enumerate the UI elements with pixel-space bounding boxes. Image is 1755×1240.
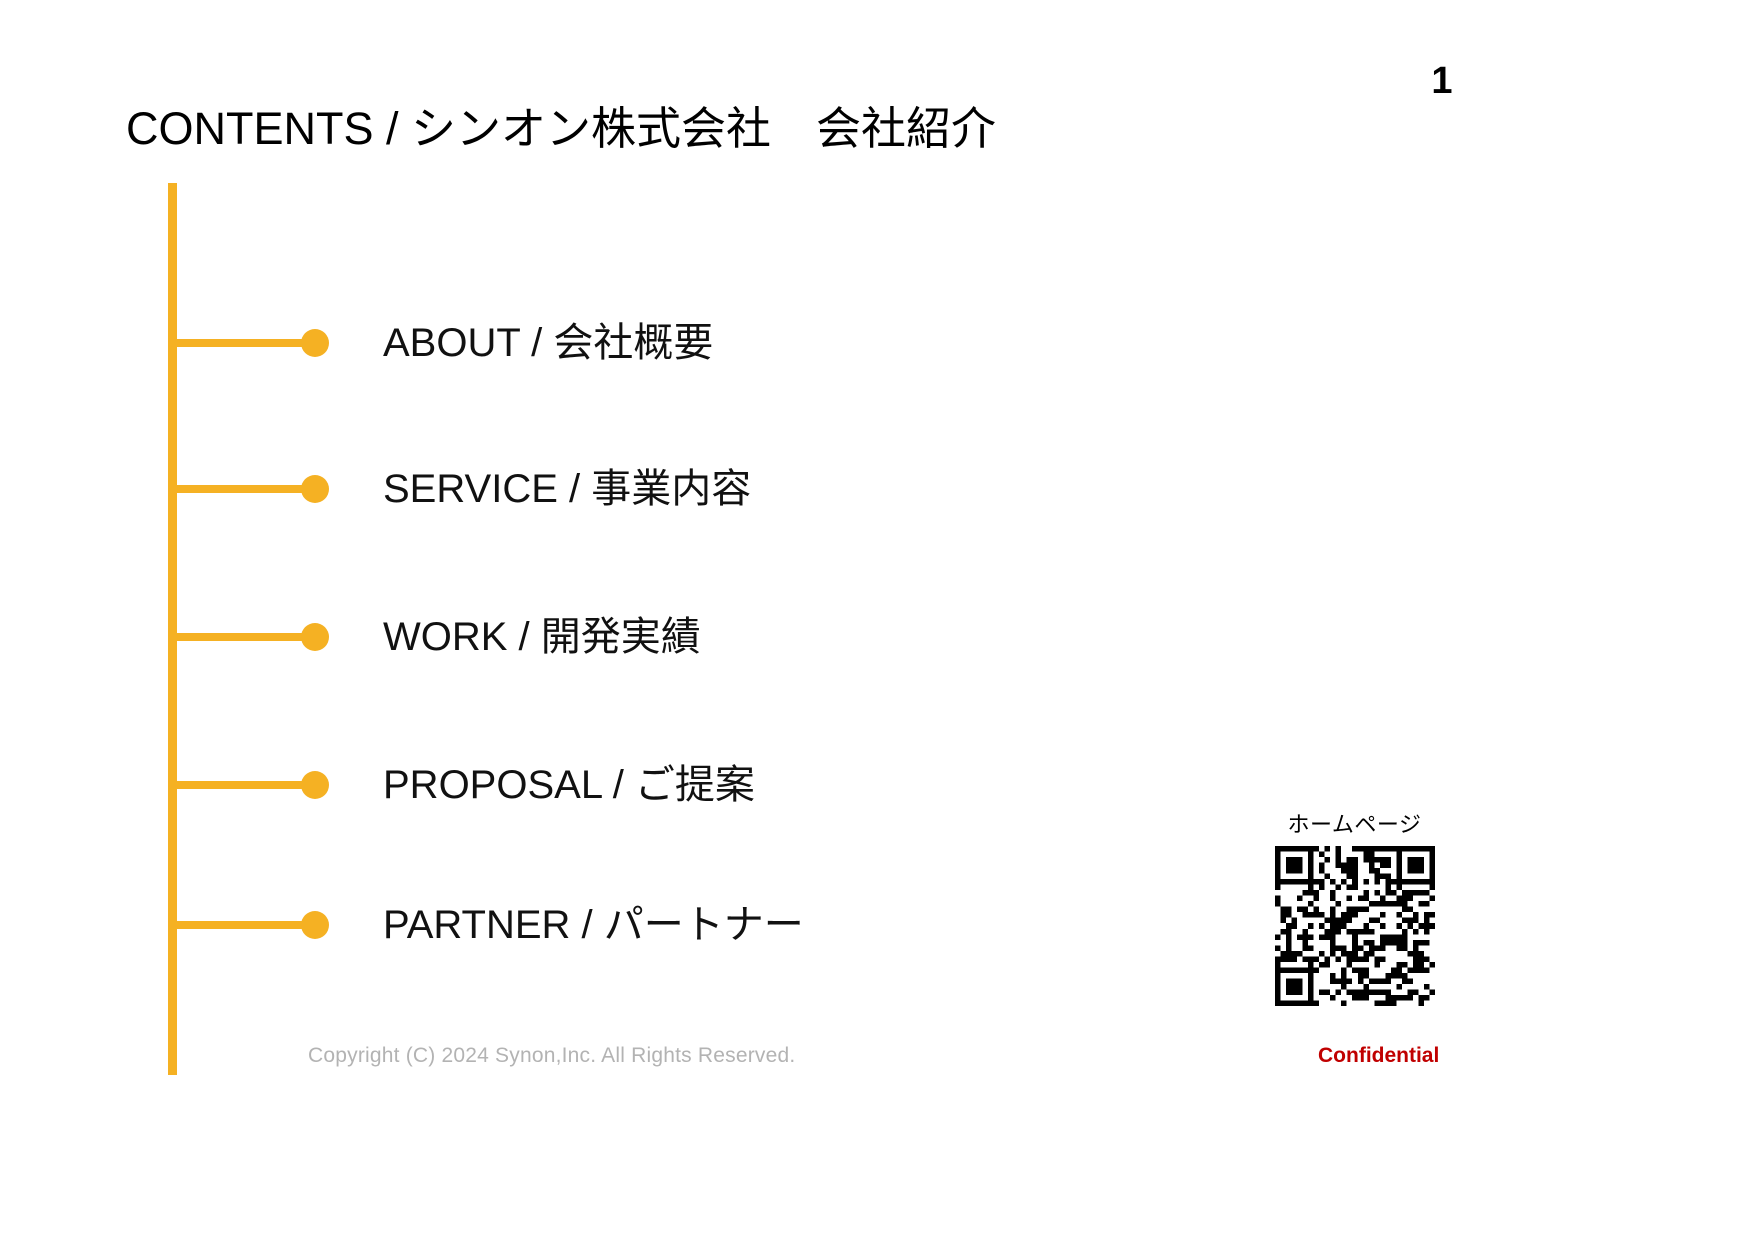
bullet-dot-icon [301,623,329,651]
contents-item-label: SERVICE / 事業内容 [383,467,752,511]
contents-item-proposal[interactable]: PROPOSAL / ご提案 [168,755,755,815]
branch-line-icon [168,485,303,493]
page-number: 1 [1431,60,1453,102]
contents-item-label: PROPOSAL / ご提案 [383,763,755,807]
bullet-dot-icon [301,911,329,939]
qr-code-icon[interactable] [1274,846,1435,1007]
branch-line-icon [168,781,303,789]
status-badge-confidential: Confidential [1318,1044,1440,1067]
qr-caption: ホームページ [1287,812,1422,837]
contents-item-label: PARTNER / パートナー [383,903,804,947]
branch-line-icon [168,339,303,347]
page-title: CONTENTS / シンオン株式会社 会社紹介 [126,103,997,154]
contents-item-service[interactable]: SERVICE / 事業内容 [168,459,751,519]
contents-item-work[interactable]: WORK / 開発実績 [168,607,701,667]
bullet-dot-icon [301,475,329,503]
contents-timeline: ABOUT / 会社概要 SERVICE / 事業内容 WORK / 開発実績 … [168,183,1368,1075]
bullet-dot-icon [301,771,329,799]
bullet-dot-icon [301,329,329,357]
homepage-qr-block[interactable]: ホームページ [1272,812,1437,1007]
timeline-spine [168,183,177,1075]
branch-line-icon [168,921,303,929]
footer-copyright: Copyright (C) 2024 Synon,Inc. All Rights… [308,1044,796,1067]
contents-item-label: ABOUT / 会社概要 [383,321,714,365]
contents-item-about[interactable]: ABOUT / 会社概要 [168,313,713,373]
branch-line-icon [168,633,303,641]
contents-item-partner[interactable]: PARTNER / パートナー [168,895,804,955]
contents-item-label: WORK / 開発実績 [383,615,701,659]
